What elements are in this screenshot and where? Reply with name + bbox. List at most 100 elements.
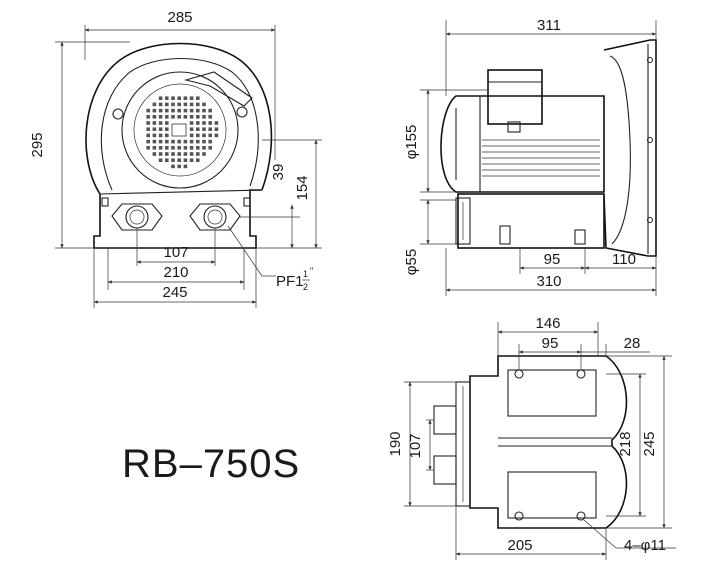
front-housing-outline — [85, 42, 273, 195]
front-base-top-edge — [99, 189, 263, 195]
grill-hole — [171, 146, 175, 150]
grill-hole — [158, 133, 163, 138]
bottom-mount-hole — [514, 369, 524, 379]
grill-hole — [214, 127, 219, 131]
grill-hole — [152, 127, 157, 131]
front-port-left — [111, 203, 163, 231]
dim-text-285: 285 — [167, 9, 192, 26]
grill-hole — [146, 108, 150, 113]
front-port-right — [189, 203, 241, 231]
grill-hole — [158, 139, 163, 144]
grill-hole — [196, 152, 200, 156]
grill-hole — [171, 115, 175, 119]
grill-hole — [165, 133, 169, 138]
port-label: PF1 — [276, 273, 304, 290]
grill-hole — [177, 146, 181, 150]
grill-hole — [189, 152, 194, 156]
grill-hole — [165, 158, 169, 162]
grill-hole — [208, 139, 212, 144]
grill-hole — [208, 121, 212, 125]
grill-hole — [171, 139, 175, 144]
grill-hole — [158, 108, 163, 113]
bottom-outline — [469, 355, 628, 529]
side-view: 311 φ155 φ55 95 110 310 — [403, 17, 657, 296]
dim-text-210: 210 — [163, 264, 188, 281]
grill-hole — [208, 127, 212, 131]
grill-hole — [165, 102, 169, 107]
hole-leader-line — [583, 519, 617, 549]
front-bolt-right — [236, 106, 248, 118]
grill-hole — [146, 139, 150, 144]
grill-hole — [196, 102, 200, 107]
grill-hole — [165, 152, 169, 156]
grill-hole — [158, 127, 163, 131]
grill-hole — [177, 115, 181, 119]
grill-hole — [196, 133, 200, 138]
grill-hole — [158, 115, 163, 119]
grill-hole — [165, 139, 169, 144]
grill-hole — [165, 96, 169, 100]
grill-hole — [196, 96, 200, 100]
grill-hole — [177, 102, 181, 107]
grill-hole — [152, 152, 157, 156]
dim-text-310: 310 — [536, 273, 561, 290]
grill-hole — [158, 96, 163, 100]
grill-hole — [189, 158, 194, 162]
dim-text-155: φ155 — [403, 125, 420, 160]
grill-hole — [152, 115, 157, 119]
grill-hole — [214, 121, 219, 125]
grill-hole — [146, 133, 150, 138]
grill-hole — [152, 108, 157, 113]
grill-hole — [158, 121, 163, 125]
grill-hole — [202, 108, 206, 113]
dim-text-146: 146 — [535, 315, 560, 332]
bottom-pocket-bottom — [507, 471, 597, 519]
grill-hole — [202, 139, 206, 144]
dim-text-110: 110 — [612, 251, 636, 268]
grill-hole — [177, 152, 181, 156]
bottom-pocket-top — [507, 369, 597, 417]
grill-hole — [165, 115, 169, 119]
front-bolt-left — [112, 108, 124, 120]
grill-hole — [183, 158, 188, 162]
grill-hole — [152, 102, 157, 107]
grill-hole — [152, 139, 157, 144]
grill-hole — [189, 146, 194, 150]
side-base-foot — [574, 229, 586, 245]
grill-hole — [183, 146, 188, 150]
grill-hole — [183, 102, 188, 107]
bottom-mount-hole — [514, 511, 524, 521]
hole-spec-text: 4–φ11 — [624, 537, 666, 554]
grill-hole — [171, 96, 175, 100]
grill-hole — [196, 121, 200, 125]
grill-hole — [158, 152, 163, 156]
grill-hole — [177, 108, 181, 113]
grill-hole — [171, 102, 175, 107]
grill-hole — [196, 127, 200, 131]
front-housing-inner — [100, 58, 259, 191]
dim-text-218: 218 — [617, 431, 634, 456]
grill-hole — [196, 146, 200, 150]
grill-hole — [177, 139, 181, 144]
grill-hole — [189, 127, 194, 131]
dim-text-245-bottom: 245 — [641, 431, 658, 456]
dim-text-39: 39 — [270, 164, 287, 181]
bottom-view: 146 95 28 190 107 218 245 205 — [387, 315, 676, 560]
model-label: RB–750S — [122, 442, 300, 486]
side-base-block — [457, 193, 605, 249]
grill-hole — [214, 133, 219, 138]
grill-hole — [183, 115, 188, 119]
grill-hole — [177, 158, 181, 162]
dim-text-28: 28 — [624, 335, 641, 352]
grill-hole — [189, 96, 194, 100]
grill-hole — [171, 164, 175, 169]
dim-text-154: 154 — [294, 175, 311, 200]
grill-hole — [152, 146, 157, 150]
grill-hole — [189, 115, 194, 119]
grill-hole — [177, 164, 181, 169]
side-base-foot — [499, 225, 511, 245]
grill-hole — [202, 133, 206, 138]
grill-hole — [165, 146, 169, 150]
side-terminal-box — [487, 69, 543, 125]
